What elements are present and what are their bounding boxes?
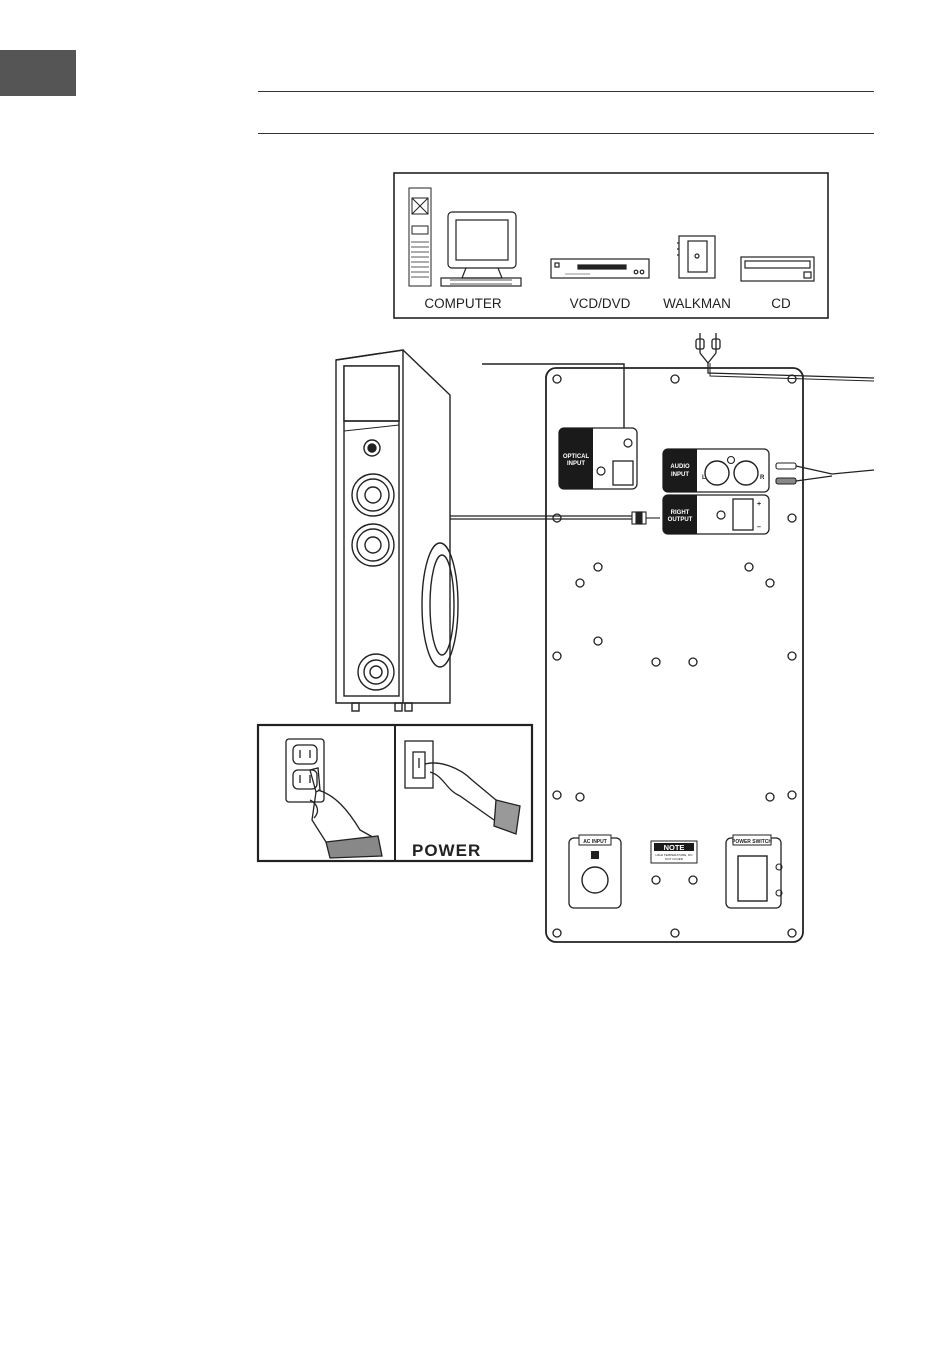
rear-panel: OPTICAL INPUT AUDIO INPUT L R [546,368,803,942]
audio-input-label-line2: INPUT [671,472,689,478]
power-switch[interactable]: POWER SWITCH [726,835,782,908]
hand-plug-icon [310,768,382,858]
right-output-label-line2: OUTPUT [668,517,693,523]
audio-input-right-label: R [760,475,765,481]
dvd-player-icon [551,259,649,278]
note-text-line2: NOT COVER [665,857,684,861]
right-output-port[interactable]: RIGHT OUTPUT + – [632,495,769,534]
walkman-icon [677,236,715,278]
rca-plug-icon [696,333,874,381]
source-label-computer: COMPUTER [424,296,502,311]
optical-input-port[interactable]: OPTICAL INPUT [559,428,637,489]
audio-input-label-line1: AUDIO [670,464,690,470]
audio-input-left-label: L [702,475,706,481]
cd-player-icon [741,257,814,281]
audio-input-port[interactable]: AUDIO INPUT L R [663,449,796,492]
source-label-vcd-dvd: VCD/DVD [570,296,631,311]
cables [450,333,874,519]
right-output-minus-label: – [757,524,761,531]
note-title: NOTE [664,843,685,852]
right-output-label-line1: RIGHT [671,510,690,516]
right-output-plus-label: + [757,501,761,508]
optical-input-label-line1: OPTICAL [563,454,590,460]
source-label-walkman: WALKMAN [663,296,731,311]
power-switch-label: POWER SWITCH [732,839,772,845]
optical-input-label-line2: INPUT [567,461,585,467]
ac-input-label: AC INPUT [583,839,607,845]
hand-switch-icon [425,763,520,834]
ac-input-socket[interactable]: AC INPUT [569,835,621,908]
wall-switch-icon [405,741,433,788]
power-label: POWER [412,841,481,860]
tower-speaker-icon [336,350,458,711]
power-illustration: POWER [258,725,532,861]
source-label-cd: CD [771,296,791,311]
computer-monitor-icon [441,212,521,286]
computer-tower-icon [409,188,431,286]
note-warning-label: NOTE HIGH TEMPERATURE, DO NOT COVER [651,841,697,863]
source-devices-box: COMPUTER VCD/DVD WALKMAN CD [394,173,828,318]
